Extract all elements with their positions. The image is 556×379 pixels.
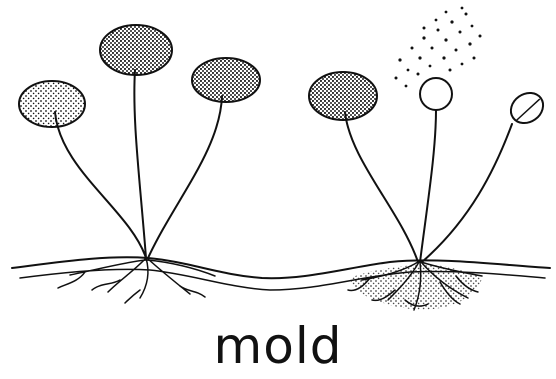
sporangium [19,81,85,127]
sporangium [100,25,172,75]
left-mold-colony [19,25,260,303]
columella [505,87,549,129]
sporangiophore [345,112,418,262]
sporangiophore [148,96,222,258]
released-spores [395,7,482,88]
sporangiophore [134,70,146,258]
sporangiophore [422,124,512,262]
sporangiophore [420,110,436,262]
sporangium [309,72,377,120]
rhizoid-mass-fill [350,264,482,310]
sporangiophore [55,112,146,258]
sporangium [192,58,260,102]
empty-sporangium [420,78,452,110]
illustration-caption: mold [0,318,556,374]
